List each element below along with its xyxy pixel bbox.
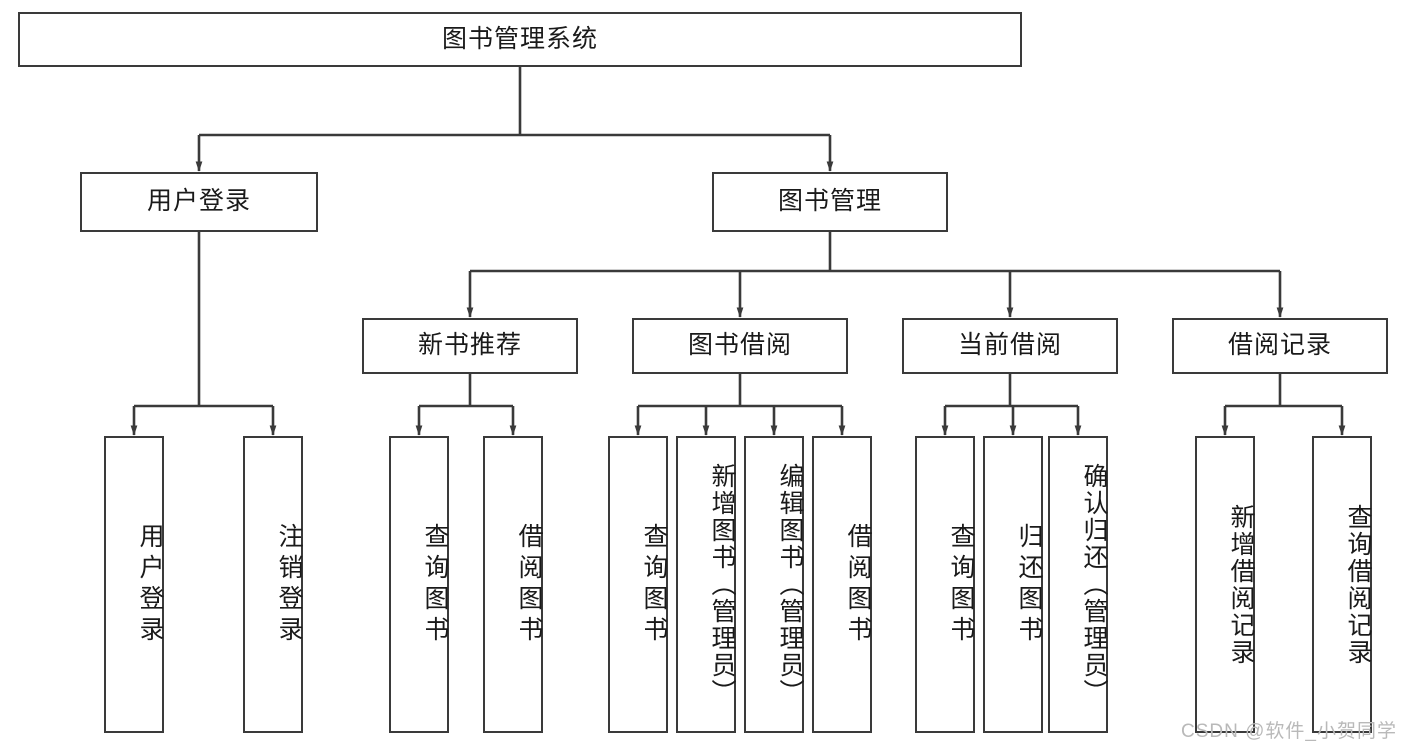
csdn-watermark: CSDN @软件_小贺同学 bbox=[1181, 721, 1397, 742]
node-leaf-9[interactable]: 归还图书 bbox=[983, 436, 1043, 733]
node-leaf-10[interactable]: 确认归还（管理员） bbox=[1048, 436, 1108, 733]
node-leaf-2[interactable]: 查询图书 bbox=[389, 436, 449, 733]
node-leaf-0[interactable]: 用户登录 bbox=[104, 436, 164, 733]
node-leaf-8[interactable]: 查询图书 bbox=[915, 436, 975, 733]
node-leaf-12[interactable]: 查询借阅记录 bbox=[1312, 436, 1372, 733]
node-level3-0[interactable]: 新书推荐 bbox=[362, 318, 578, 374]
node-level3-3[interactable]: 借阅记录 bbox=[1172, 318, 1388, 374]
node-leaf-7[interactable]: 借阅图书 bbox=[812, 436, 872, 733]
node-level2-0[interactable]: 用户登录 bbox=[80, 172, 318, 232]
node-leaf-1[interactable]: 注销登录 bbox=[243, 436, 303, 733]
node-leaf-4[interactable]: 查询图书 bbox=[608, 436, 668, 733]
node-root-图书管理系统[interactable]: 图书管理系统 bbox=[18, 12, 1022, 67]
node-leaf-6[interactable]: 编辑图书（管理员） bbox=[744, 436, 804, 733]
node-level3-1[interactable]: 图书借阅 bbox=[632, 318, 848, 374]
node-leaf-5[interactable]: 新增图书（管理员） bbox=[676, 436, 736, 733]
node-level2-1[interactable]: 图书管理 bbox=[712, 172, 948, 232]
node-leaf-11[interactable]: 新增借阅记录 bbox=[1195, 436, 1255, 733]
node-leaf-3[interactable]: 借阅图书 bbox=[483, 436, 543, 733]
node-level3-2[interactable]: 当前借阅 bbox=[902, 318, 1118, 374]
